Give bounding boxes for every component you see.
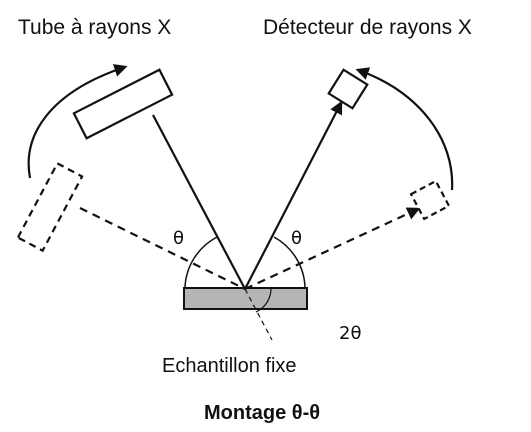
reflection-angle-arc: [273, 236, 306, 288]
detector-rotation-arrow: [355, 67, 454, 191]
diagram-caption: Montage θ-θ: [204, 402, 321, 424]
incident-beam: [152, 114, 246, 290]
detector-label: Détecteur de rayons X: [263, 16, 472, 39]
diffraction-angle-label: 2θ: [339, 323, 361, 344]
diffraction-angle-arc: [255, 286, 272, 313]
incidence-angle-arc: [184, 236, 218, 288]
tube-label: Tube à rayons X: [18, 16, 172, 39]
reflection-angle-label: θ: [291, 228, 302, 249]
diffracted-beam: [244, 100, 343, 290]
diffracted-beam-initial: [244, 207, 421, 290]
tube-rotation-arrow: [27, 64, 128, 179]
incident-beam-initial: [79, 207, 246, 290]
transmitted-beam-extension: [244, 288, 273, 341]
incidence-angle-label: θ: [173, 228, 184, 249]
x-ray-tube-initial: [16, 161, 84, 253]
x-ray-detector: [327, 68, 369, 110]
sample-label: Echantillon fixe: [162, 355, 297, 377]
x-ray-detector-initial: [409, 179, 451, 221]
x-ray-tube: [72, 68, 174, 140]
